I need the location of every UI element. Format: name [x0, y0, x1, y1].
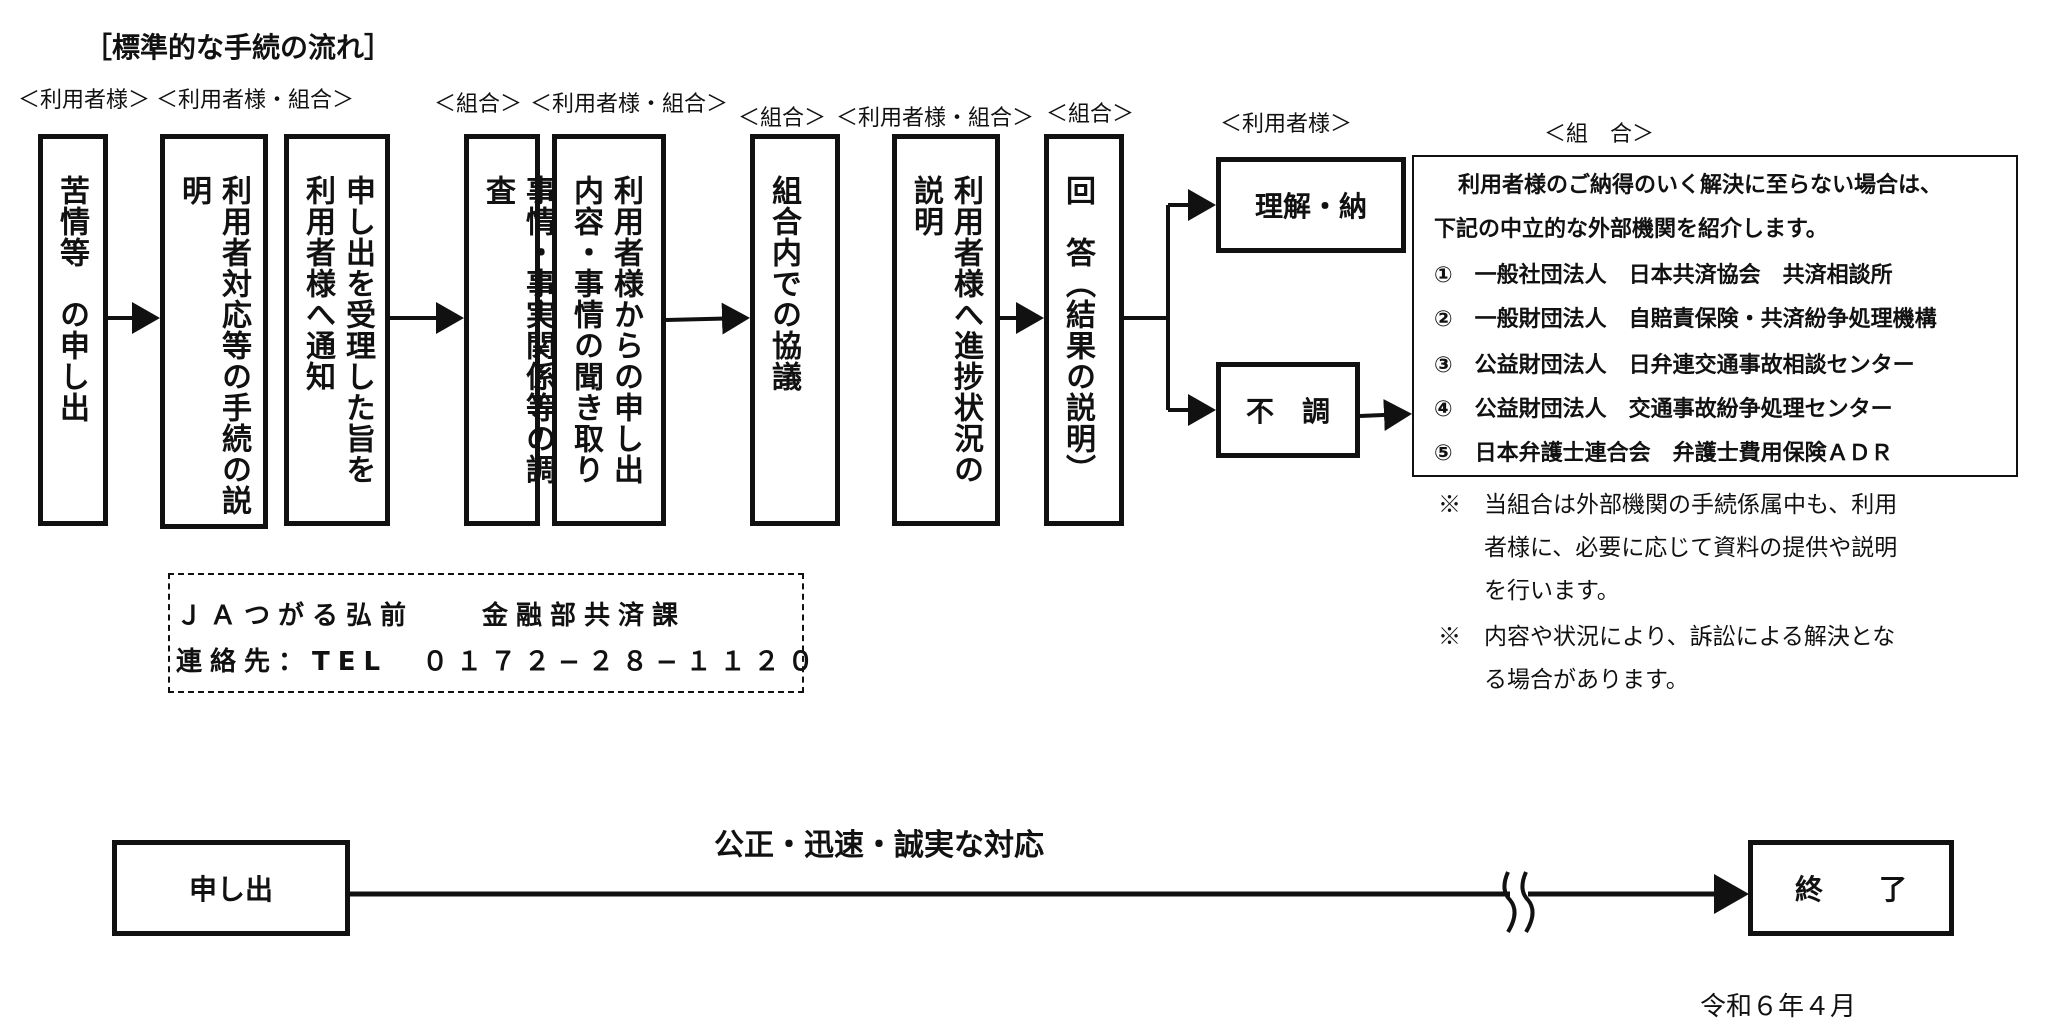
outcome-understood-box: 理解・納 — [1216, 157, 1406, 253]
step-box-answer: 回 答（結果の説明） — [1044, 134, 1124, 526]
outcome-unresolved-box: 不 調 — [1216, 362, 1360, 458]
external-item-5: ⑤ 日本弁護士連合会 弁護士費用保険ＡＤＲ — [1434, 441, 1893, 466]
step-box-procedure-explanation: 利用者対応等の手続の説明 — [160, 134, 268, 529]
step-text-answer: 回 答（結果の説明） — [1060, 175, 1095, 485]
role-label-8: ＜利用者様＞ — [1220, 112, 1353, 137]
step-text-procedure-explanation: 利用者対応等の手続の説明 — [176, 175, 251, 516]
step-text-investigation: 事情・事実関係等の調査 — [480, 175, 555, 485]
step-text-receipt-notice: 申し出を受理した旨を利用者様へ通知 — [300, 175, 375, 485]
role-label-6: ＜利用者様・組合＞ — [836, 106, 1035, 131]
contact-org: ＪＡつがる弘前 金融部共済課 — [176, 601, 687, 631]
note-1: ※ 当組合は外部機関の手続係属中も、利用 者様に、必要に応じて資料の提供や説明 … — [1438, 492, 1898, 604]
external-item-3: ③ 公益財団法人 日弁連交通事故相談センター — [1434, 353, 1915, 378]
step-box-progress-report: 利用者様へ進捗状況の説明 — [892, 134, 1000, 526]
external-institutions-box: 利用者様のご納得のいく解決に至らない場合は、 下記の中立的な外部機関を紹介します… — [1412, 155, 2018, 477]
role-label-9: ＜組 合＞ — [1544, 122, 1655, 147]
diagram-title: ［標準的な手続の流れ］ — [84, 31, 393, 64]
external-item-1: ① 一般社団法人 日本共済協会 共済相談所 — [1434, 263, 1893, 288]
role-label-1: ＜利用者様＞ — [18, 88, 151, 113]
external-intro-line-1: 利用者様のご納得のいく解決に至らない場合は、 — [1458, 173, 1943, 198]
step-box-receipt-notice: 申し出を受理した旨を利用者様へ通知 — [284, 134, 390, 526]
external-item-4: ④ 公益財団法人 交通事故紛争処理センター — [1434, 397, 1893, 422]
external-item-2: ② 一般財団法人 自賠責保険・共済紛争処理機構 — [1434, 307, 1937, 332]
timeline-start-box: 申し出 — [112, 840, 350, 936]
step-box-investigation: 事情・事実関係等の調査 — [464, 134, 555, 526]
role-label-2: ＜利用者様・組合＞ — [156, 88, 355, 113]
document-date: 令和６年４月 — [1700, 992, 1857, 1022]
step-box-complaint: 苦情等 の申し出 — [38, 134, 108, 526]
step-text-hearing: 利用者様からの申し出内容・事情の聞き取り — [568, 175, 643, 485]
role-label-7: ＜組合＞ — [1046, 102, 1135, 127]
timeline-end-box: 終 了 — [1748, 840, 1954, 936]
arrow-to-external — [1359, 399, 1412, 431]
timeline-label: 公正・迅速・誠実な対応 — [714, 828, 1044, 863]
role-label-5: ＜組合＞ — [738, 106, 827, 131]
timeline-break-mark-1 — [1502, 871, 1517, 934]
step-text-progress-report: 利用者様へ進捗状況の説明 — [908, 175, 983, 485]
step-text-complaint: 苦情等 の申し出 — [54, 175, 89, 423]
arrow-hearing-to-discussion — [665, 302, 750, 335]
step-box-hearing: 利用者様からの申し出内容・事情の聞き取り — [552, 134, 666, 526]
role-label-3: ＜組合＞ — [434, 92, 523, 117]
role-label-4: ＜利用者様・組合＞ — [530, 92, 729, 117]
step-box-internal-discussion: 組合内での協議 — [750, 134, 840, 526]
step-text-internal-discussion: 組合内での協議 — [766, 175, 801, 392]
timeline-break-mark-2 — [1520, 871, 1535, 934]
note-2: ※ 内容や状況により、訴訟による解決とな る場合があります。 — [1438, 624, 1896, 693]
contact-box: ＪＡつがる弘前 金融部共済課 連絡先：TEL ０１７２−２８−１１２０ — [168, 573, 814, 693]
contact-tel: 連絡先：TEL ０１７２−２８−１１２０ — [176, 647, 822, 677]
branch-trunk — [1124, 205, 1170, 410]
external-intro-line-2: 下記の中立的な外部機関を紹介します。 — [1434, 217, 1828, 242]
